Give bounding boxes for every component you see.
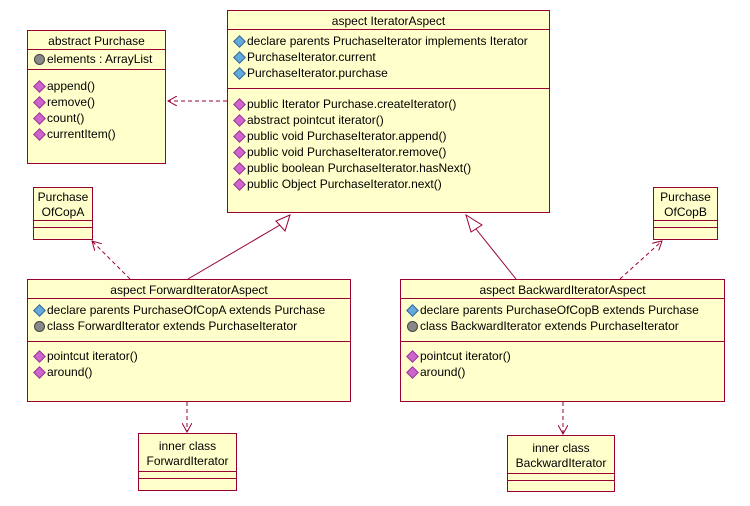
operation-icon (33, 127, 46, 141)
operation-icon (33, 95, 46, 109)
class-title: aspect BackwardIteratorAspect (479, 283, 646, 297)
class-purchase-of-cop-b[interactable]: Purchase OfCopB (653, 187, 718, 240)
class-forward-iterator[interactable]: inner class ForwardIterator (138, 433, 237, 491)
attribute-row: class ForwardIterator extends PurchaseIt… (33, 318, 346, 334)
attribute-icon (233, 34, 246, 48)
operation-row: abstract pointcut iterator() (233, 112, 545, 128)
operation-icon (33, 349, 46, 363)
class-title: aspect IteratorAspect (331, 14, 446, 28)
class-purchase-of-cop-a[interactable]: Purchase OfCopA (33, 187, 93, 240)
operation-row: public void PurchaseIterator.remove() (233, 144, 545, 160)
attribute-row: PurchaseIterator.purchase (233, 65, 545, 81)
inheritance-forward-to-iteratoraspect (187, 224, 281, 280)
inheritance-backward-to-iteratoraspect (475, 228, 517, 280)
attribute-icon (406, 303, 419, 317)
dependency-backward-to-copb (619, 241, 662, 280)
attribute-row: elements : ArrayList (33, 51, 161, 67)
attribute-section: elements : ArrayList (28, 49, 165, 69)
attribute-row: class BackwardIterator extends PurchaseI… (406, 318, 720, 334)
attribute-section (139, 471, 236, 478)
attribute-icon (233, 66, 246, 80)
attribute-icon (33, 303, 46, 317)
operation-icon (233, 177, 246, 191)
attribute-section: declare parents PurchaseOfCopA extends P… (28, 298, 350, 341)
operation-row: count() (33, 110, 161, 126)
operation-icon (233, 113, 246, 127)
operation-icon (233, 129, 246, 143)
lock-attribute-icon (34, 321, 45, 333)
attribute-icon (233, 50, 246, 64)
inheritance-arrowhead-forward (275, 214, 291, 232)
operation-row: public boolean PurchaseIterator.hasNext(… (233, 160, 545, 176)
attribute-section (34, 220, 92, 227)
operation-section (139, 478, 236, 485)
operation-icon (33, 79, 46, 93)
operation-section (654, 227, 717, 234)
operation-icon (233, 161, 246, 175)
attribute-section: declare parents PruchaseIterator impleme… (228, 29, 549, 88)
lock-attribute-icon (407, 321, 418, 333)
attribute-row: declare parents PurchaseOfCopA extends P… (33, 302, 346, 318)
operation-row: public void PurchaseIterator.append() (233, 128, 545, 144)
attribute-section (508, 473, 614, 480)
attribute-section: declare parents PurchaseOfCopB extends P… (401, 298, 724, 341)
class-forward-iterator-aspect[interactable]: aspect ForwardIteratorAspect declare par… (27, 279, 351, 402)
attribute-row: PurchaseIterator.current (233, 49, 545, 65)
operation-row: public Object PurchaseIterator.next() (233, 176, 545, 192)
lock-attribute-icon (34, 54, 45, 66)
class-backward-iterator-aspect[interactable]: aspect BackwardIteratorAspect declare pa… (400, 279, 725, 402)
class-iterator-aspect[interactable]: aspect IteratorAspect declare parents Pr… (227, 10, 550, 213)
operation-icon (406, 349, 419, 363)
operation-section: append() remove() count() currentItem() (28, 69, 165, 145)
attribute-section (654, 220, 717, 227)
operation-icon (33, 365, 46, 379)
class-title: inner class ForwardIterator (146, 439, 229, 468)
operation-row: around() (33, 364, 346, 380)
operation-icon (33, 111, 46, 125)
operation-row: pointcut iterator() (33, 348, 346, 364)
class-title: abstract Purchase (48, 34, 145, 48)
operation-icon (233, 97, 246, 111)
operation-row: remove() (33, 94, 161, 110)
class-abstract-purchase[interactable]: abstract Purchase elements : ArrayList a… (27, 30, 166, 164)
operation-row: currentItem() (33, 126, 161, 142)
class-title: aspect ForwardIteratorAspect (110, 283, 268, 297)
operation-row: public Iterator Purchase.createIterator(… (233, 96, 545, 112)
class-backward-iterator[interactable]: inner class BackwardIterator (507, 435, 615, 492)
attribute-row: declare parents PurchaseOfCopB extends P… (406, 302, 720, 318)
class-title: Purchase OfCopB (660, 190, 711, 219)
operation-icon (233, 145, 246, 159)
operation-section: pointcut iterator() around() (28, 341, 350, 383)
operation-row: append() (33, 78, 161, 94)
operation-icon (406, 365, 419, 379)
inheritance-arrowhead-backward (465, 213, 483, 233)
operation-row: pointcut iterator() (406, 348, 720, 364)
class-title: inner class BackwardIterator (515, 441, 607, 470)
operation-section: public Iterator Purchase.createIterator(… (228, 88, 549, 195)
attribute-row: declare parents PruchaseIterator impleme… (233, 33, 545, 49)
dependency-forward-to-copa (92, 241, 131, 280)
class-title: Purchase OfCopA (37, 190, 89, 219)
operation-section (508, 480, 614, 487)
operation-section: pointcut iterator() around() (401, 341, 724, 383)
operation-section (34, 227, 92, 234)
operation-row: around() (406, 364, 720, 380)
